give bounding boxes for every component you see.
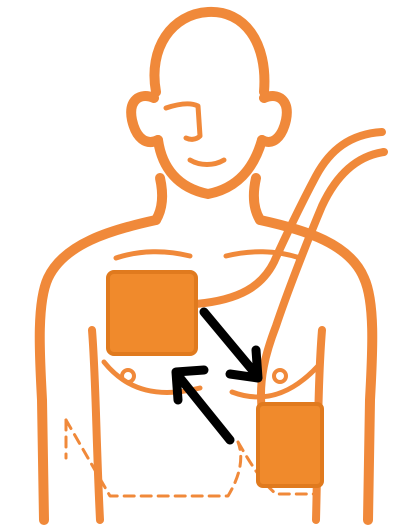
left-armpit-line [92, 330, 100, 520]
lower-left-side-pad [258, 404, 322, 486]
arrow-up-left-icon [176, 370, 230, 440]
left-collarbone [116, 252, 190, 258]
right-collarbone [226, 252, 300, 258]
left-ear [131, 96, 158, 142]
eyebrow-nose [166, 104, 200, 139]
neck-left [156, 178, 162, 220]
jaw-outline [158, 140, 262, 194]
upper-right-chest-pad [108, 272, 196, 354]
head-outline [154, 12, 264, 92]
right-ear [262, 96, 287, 142]
right-nipple [274, 370, 286, 382]
mouth [190, 160, 224, 165]
neck-right [254, 178, 260, 220]
arrow-down-right-icon [204, 312, 258, 378]
left-nipple [122, 370, 134, 382]
